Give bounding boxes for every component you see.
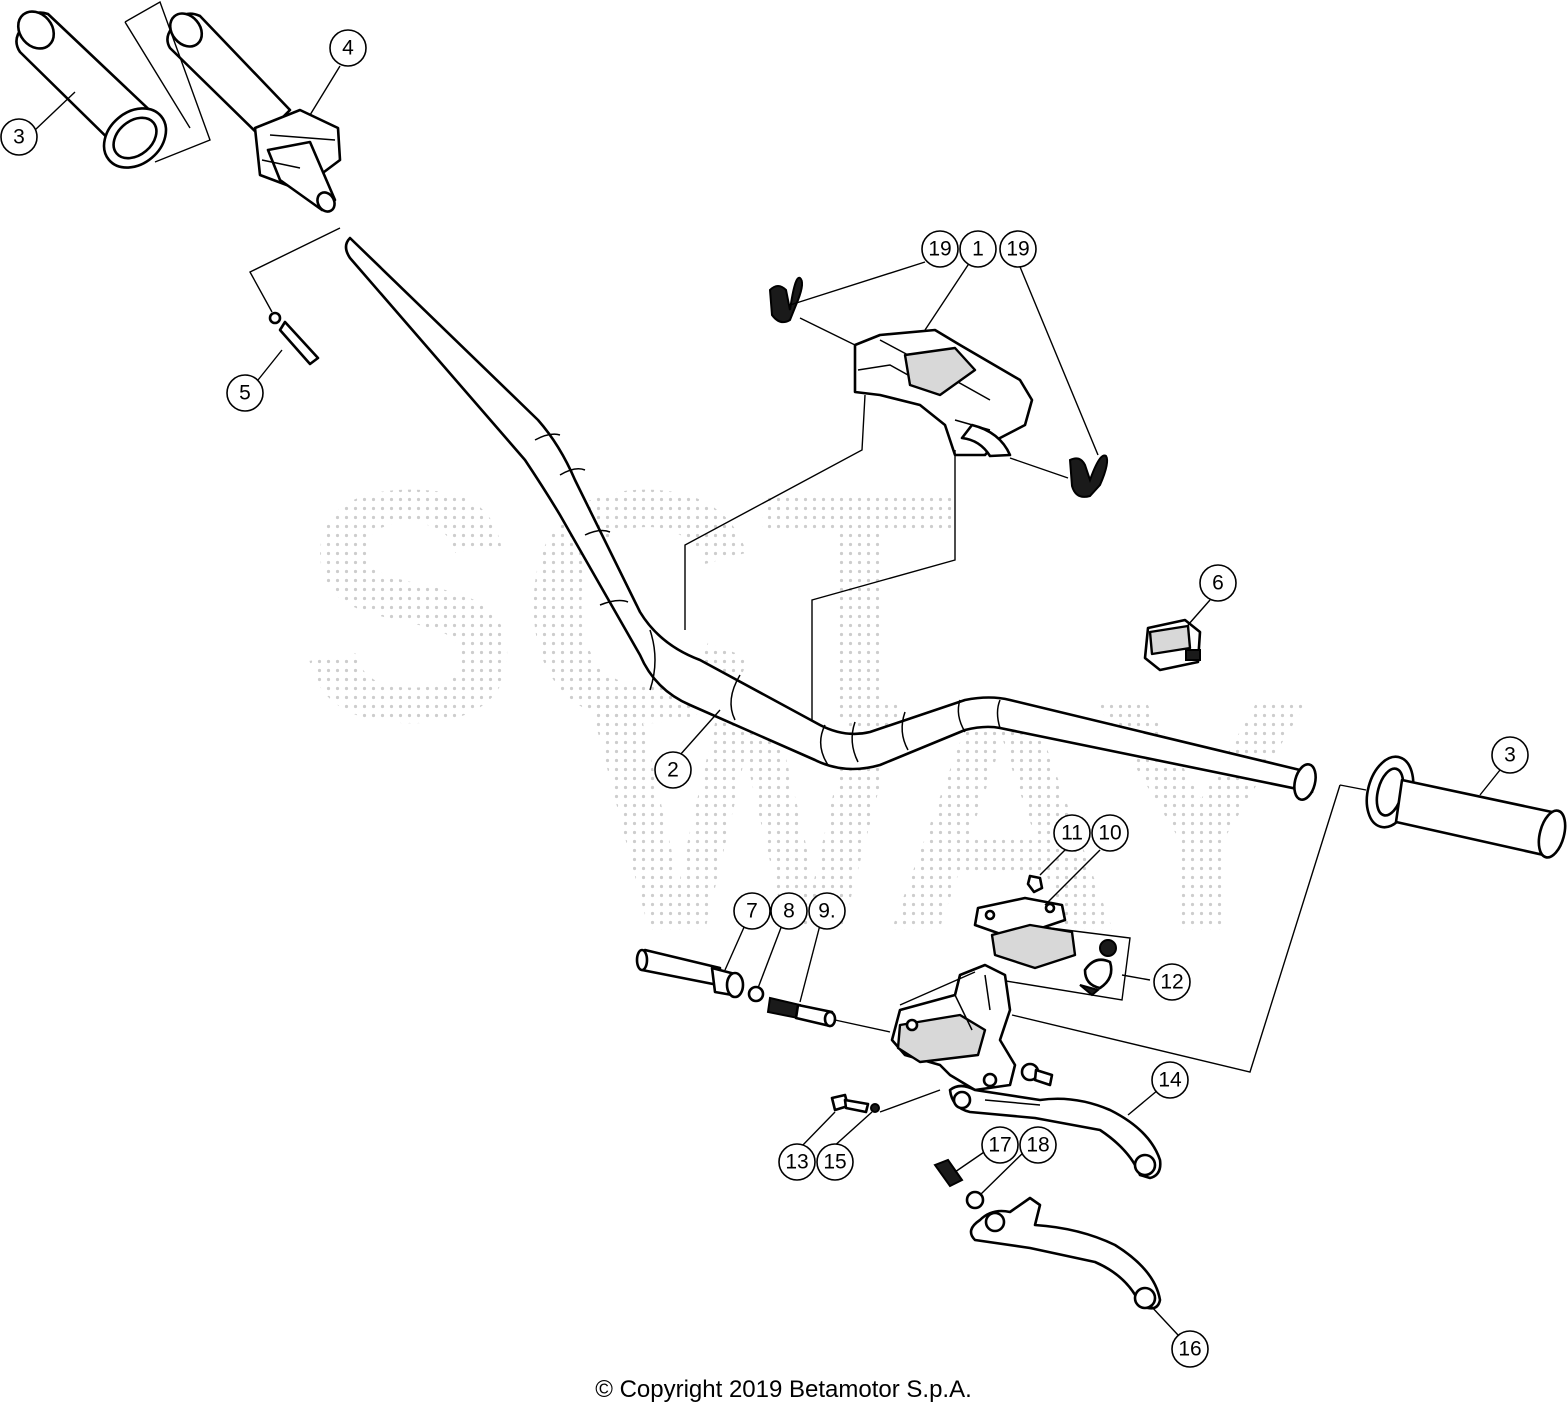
svg-text:6: 6 (1212, 572, 1224, 595)
clip-right (1068, 454, 1109, 498)
svg-text:11: 11 (1061, 822, 1083, 845)
svg-text:4: 4 (342, 37, 354, 60)
callout-17: 17 (981, 1126, 1019, 1164)
callout-9: 9. (808, 892, 846, 930)
svg-text:18: 18 (1026, 1134, 1049, 1157)
callout-7: 7 (733, 892, 771, 930)
svg-text:5: 5 (239, 382, 251, 405)
callout-13: 13 (778, 1143, 816, 1181)
callout-14: 14 (1151, 1061, 1189, 1099)
svg-text:17: 17 (988, 1134, 1011, 1157)
callout-3-right: 3 (1491, 736, 1529, 774)
adjuster-assembly (635, 948, 891, 1033)
svg-text:16: 16 (1178, 1338, 1201, 1361)
copyright-notice: © Copyright 2019 Betamotor S.p.A. (595, 1376, 972, 1403)
svg-text:13: 13 (785, 1151, 808, 1174)
svg-text:2: 2 (667, 759, 679, 782)
svg-text:3: 3 (1504, 744, 1516, 767)
brake-lever (948, 1084, 1162, 1180)
handlebar (344, 236, 1317, 801)
kill-switch (1143, 618, 1202, 672)
callout-8: 8 (770, 892, 808, 930)
handlebar-clamp (853, 328, 1034, 458)
callout-19-left: 19 (921, 230, 959, 268)
callout-15: 15 (816, 1143, 854, 1181)
throttle-screw (249, 227, 341, 366)
grip-bracket-lines (124, 0, 211, 163)
svg-text:14: 14 (1158, 1069, 1182, 1092)
right-grip (1365, 755, 1567, 859)
clip-left (768, 276, 804, 324)
callout-1: 1 (959, 230, 997, 268)
svg-text:3: 3 (13, 126, 25, 149)
svg-text:15: 15 (823, 1151, 846, 1174)
svg-text:10: 10 (1098, 822, 1121, 845)
left-grip (15, 10, 168, 169)
callout-3-left: 3 (0, 118, 38, 156)
callout-18: 18 (1019, 1126, 1057, 1164)
callout-19-right: 19 (999, 230, 1037, 268)
svg-text:8: 8 (783, 900, 795, 923)
clutch-lever (933, 1158, 1162, 1310)
svg-text:19: 19 (1006, 238, 1029, 261)
svg-text:19: 19 (928, 238, 951, 261)
callout-5: 5 (226, 374, 264, 412)
callout-16: 16 (1171, 1330, 1209, 1368)
callout-6: 6 (1199, 564, 1237, 602)
callout-11: 11 (1053, 814, 1091, 852)
callout-2: 2 (654, 751, 692, 789)
pivot-bolt (830, 1089, 941, 1114)
svg-text:12: 12 (1160, 971, 1183, 994)
master-cylinder-assembly (890, 784, 1367, 1092)
svg-text:7: 7 (746, 900, 758, 923)
throttle-grip-assembly (166, 12, 342, 213)
callout-12: 12 (1153, 963, 1191, 1001)
svg-text:9.: 9. (818, 900, 836, 923)
svg-text:1: 1 (972, 238, 984, 261)
callout-4: 4 (329, 29, 367, 67)
callout-leaders (34, 65, 1501, 1336)
callout-10: 10 (1091, 814, 1129, 852)
